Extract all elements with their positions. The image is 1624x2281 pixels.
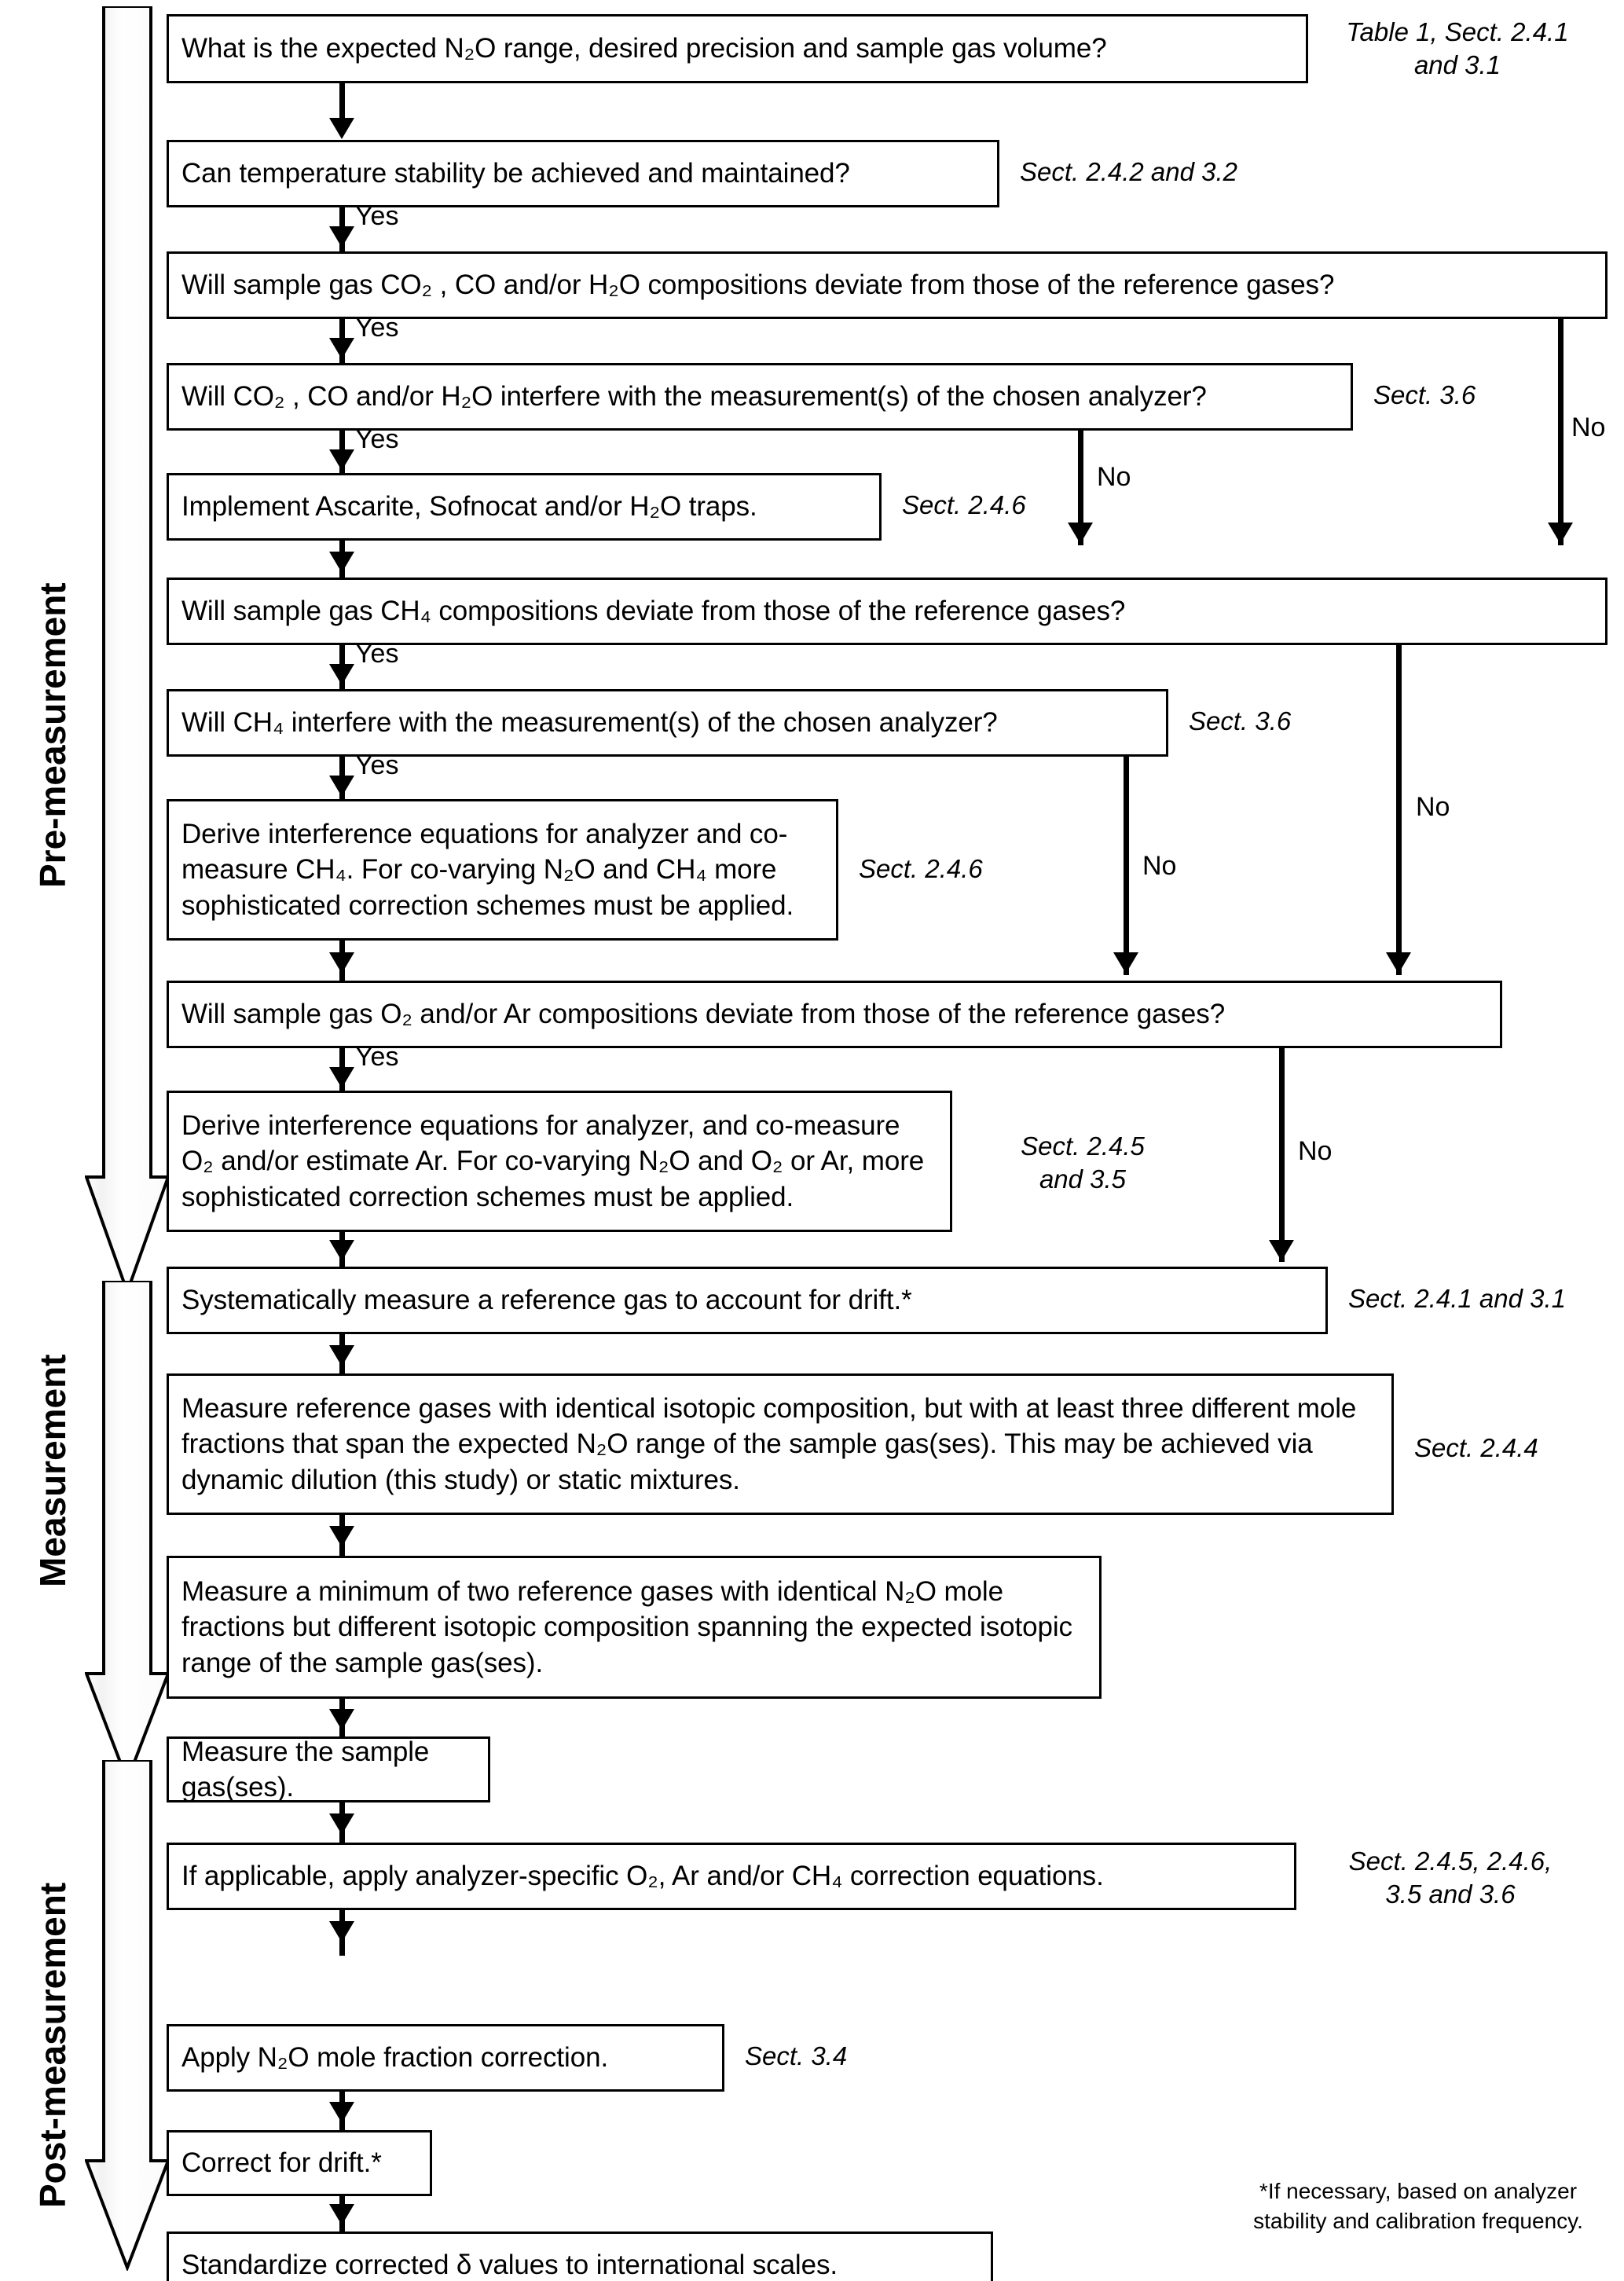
stage-label-post-measurement: Post-measurement: [32, 1882, 73, 2208]
sect-ref-node15: Sect. 2.4.5, 2.4.6, 3.5 and 3.6: [1348, 1846, 1553, 1909]
arrowhead-n6-n7: [329, 664, 354, 685]
node-derive-ch4-equations-box[interactable]: Derive interference equations for analyz…: [167, 799, 838, 941]
node-co2-composition-label: Will sample gas CO₂ , CO and/or H₂O comp…: [181, 270, 1335, 301]
stage-label-measurement: Measurement: [32, 1354, 73, 1587]
arrowhead-n16-n17: [329, 2102, 354, 2123]
edge-label-yes-n2: Yes: [355, 201, 399, 231]
node-traps-box[interactable]: Implement Ascarite, Sofnocat and/or H₂O …: [167, 473, 882, 541]
node-expected-range-label: What is the expected N₂O range, desired …: [181, 33, 1107, 64]
connector-n7-no-to-n9: [1124, 757, 1129, 975]
footnote-drift: *If necessary, based on analyzer stabili…: [1253, 2179, 1583, 2233]
node-apply-correction-equations-label: If applicable, apply analyzer-specific O…: [181, 1861, 1104, 1892]
node-measure-isotopic-references-label: Measure a minimum of two reference gases…: [181, 1575, 1072, 1678]
node-measure-sample-gas-box[interactable]: Measure the sample gas(ses).: [167, 1736, 490, 1802]
node-apply-correction-equations-box[interactable]: If applicable, apply analyzer-specific O…: [167, 1843, 1296, 1910]
node-apply-mole-fraction-correction-box[interactable]: Apply N₂O mole fraction correction.: [167, 2024, 724, 2092]
edge-label-no-n9: No: [1298, 1136, 1333, 1166]
node-measure-reference-gases-box[interactable]: Measure reference gases with identical i…: [167, 1373, 1394, 1515]
sect-ref-node8: Sect. 2.4.6: [859, 854, 983, 883]
node-expected-range-box[interactable]: What is the expected N₂O range, desired …: [167, 14, 1308, 83]
connector-n4-no-to-n6: [1078, 431, 1083, 545]
sect-ref-node1: Table 1, Sect. 2.4.1 and 3.1: [1346, 17, 1569, 80]
arrowhead-n2-n3: [329, 226, 354, 248]
arrowhead-n17-n18: [329, 2204, 354, 2225]
edge-label-yes-n4: Yes: [355, 424, 399, 454]
edge-label-no-n7: No: [1142, 851, 1177, 881]
arrowhead-n12-n13: [329, 1526, 354, 1547]
arrowhead-n13-n14: [329, 1709, 354, 1730]
sect-ref-node11: Sect. 2.4.1 and 3.1: [1348, 1284, 1567, 1313]
node-derive-o2-equations-label: Derive interference equations for analyz…: [181, 1109, 925, 1212]
arrowhead-n5-n6: [329, 552, 354, 573]
edge-label-no-n3: No: [1571, 413, 1606, 442]
connector-n1-n2: [339, 83, 345, 127]
node-correct-for-drift-label: Correct for drift.*: [181, 2147, 382, 2179]
edge-label-no-n6: No: [1416, 792, 1450, 822]
node-measure-drift-reference-box[interactable]: Systematically measure a reference gas t…: [167, 1267, 1328, 1334]
edge-label-yes-n9: Yes: [355, 1042, 399, 1072]
arrowhead-n14-n15: [329, 1813, 354, 1835]
sect-ref-node7: Sect. 3.6: [1189, 706, 1292, 735]
node-correct-for-drift-box[interactable]: Correct for drift.*: [167, 2130, 432, 2196]
sect-ref-node4: Sect. 3.6: [1373, 380, 1476, 409]
arrowhead-n7-no: [1113, 952, 1138, 974]
connector-n6-no-to-n9: [1396, 645, 1402, 975]
node-derive-o2-equations-box[interactable]: Derive interference equations for analyz…: [167, 1091, 952, 1232]
node-standardize-delta-values-label: Standardize corrected δ values to intern…: [181, 2250, 838, 2281]
sect-ref-node5: Sect. 2.4.6: [902, 490, 1026, 519]
node-derive-ch4-equations-label: Derive interference equations for analyz…: [181, 818, 794, 921]
connector-n3-no-to-n6: [1558, 319, 1564, 545]
sect-ref-node10: Sect. 2.4.5 and 3.5: [1021, 1131, 1145, 1194]
arrowhead-n9-n10: [329, 1067, 354, 1088]
node-ch4-composition-label: Will sample gas CH₄ compositions deviate…: [181, 596, 1126, 627]
arrowhead-n4-n5: [329, 449, 354, 471]
arrowhead-n4-no: [1068, 523, 1093, 544]
stage-arrow-post-measurement: [85, 1760, 170, 2271]
edge-label-yes-n7: Yes: [355, 750, 399, 780]
node-measure-drift-reference-label: Systematically measure a reference gas t…: [181, 1285, 912, 1316]
connector-n9-no-to-n11: [1279, 1048, 1285, 1262]
node-standardize-delta-values-box[interactable]: Standardize corrected δ values to intern…: [167, 2231, 993, 2281]
arrowhead-n3-no: [1548, 523, 1573, 544]
node-temperature-stability-box[interactable]: Can temperature stability be achieved an…: [167, 140, 999, 207]
arrowhead-n11-n12: [329, 1345, 354, 1366]
edge-label-no-n4: No: [1097, 462, 1131, 492]
node-apply-mole-fraction-correction-label: Apply N₂O mole fraction correction.: [181, 2042, 609, 2074]
node-ch4-interference-box[interactable]: Will CH₄ interfere with the measurement(…: [167, 689, 1168, 757]
node-temperature-stability-label: Can temperature stability be achieved an…: [181, 158, 850, 189]
node-measure-sample-gas-label: Measure the sample gas(ses).: [181, 1736, 430, 1803]
arrowhead-n10-n11: [329, 1240, 354, 1261]
arrowhead-n8-n9: [329, 952, 354, 974]
sect-ref-node2: Sect. 2.4.2 and 3.2: [1020, 157, 1238, 186]
node-co2-composition-box[interactable]: Will sample gas CO₂ , CO and/or H₂O comp…: [167, 251, 1608, 319]
stage-arrow-pre-measurement: [85, 6, 170, 1295]
edge-label-yes-n3: Yes: [355, 313, 399, 343]
sect-ref-node16: Sect. 3.4: [745, 2041, 848, 2070]
node-co2-interference-label: Will CO₂ , CO and/or H₂O interfere with …: [181, 381, 1207, 413]
arrowhead-n7-n8: [329, 776, 354, 797]
node-ch4-composition-box[interactable]: Will sample gas CH₄ compositions deviate…: [167, 578, 1608, 645]
node-traps-label: Implement Ascarite, Sofnocat and/or H₂O …: [181, 491, 757, 523]
arrowhead-n3-n4: [329, 338, 354, 359]
stage-arrow-measurement: [85, 1281, 170, 1784]
node-ch4-interference-label: Will CH₄ interfere with the measurement(…: [181, 707, 998, 739]
stage-label-pre-measurement: Pre-measurement: [32, 582, 73, 888]
arrowhead-n9-no: [1269, 1240, 1294, 1261]
node-measure-isotopic-references-box[interactable]: Measure a minimum of two reference gases…: [167, 1556, 1102, 1699]
node-co2-interference-box[interactable]: Will CO₂ , CO and/or H₂O interfere with …: [167, 363, 1353, 431]
node-o2-ar-composition-label: Will sample gas O₂ and/or Ar composition…: [181, 999, 1226, 1030]
node-measure-reference-gases-label: Measure reference gases with identical i…: [181, 1392, 1357, 1495]
edge-label-yes-n6: Yes: [355, 639, 399, 669]
sect-ref-node12: Sect. 2.4.4: [1414, 1433, 1538, 1462]
node-o2-ar-composition-box[interactable]: Will sample gas O₂ and/or Ar composition…: [167, 981, 1502, 1048]
arrowhead-n1-n2: [329, 118, 354, 139]
arrowhead-n6-no: [1386, 952, 1411, 974]
arrowhead-n15-n16: [329, 1921, 354, 1942]
